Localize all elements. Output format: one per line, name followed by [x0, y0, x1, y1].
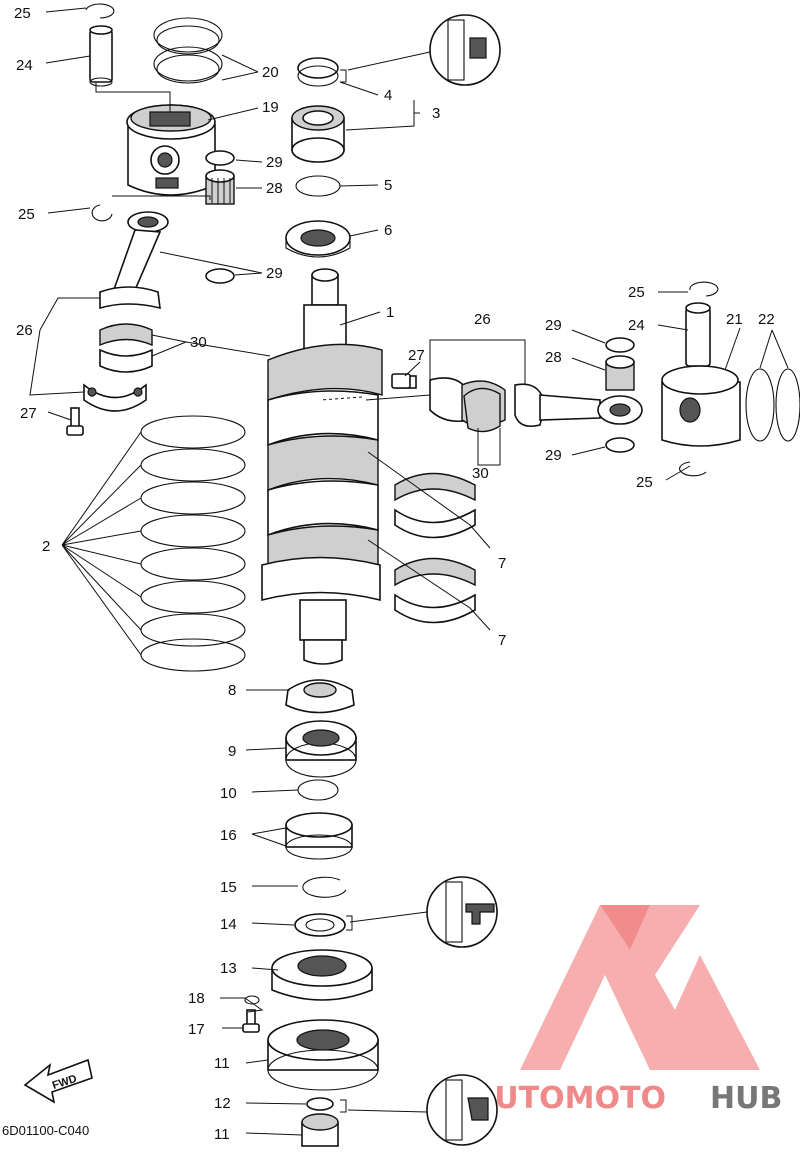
part-circlip-16 — [302, 876, 347, 898]
part-thrust-washer-29-lower-left — [205, 268, 235, 284]
callout-23: 22 — [758, 311, 775, 328]
part-circlip-25-top — [85, 3, 115, 19]
part-bolt-18 — [242, 1009, 260, 1033]
part-washer-19 — [244, 995, 260, 1005]
part-piston-20 — [126, 104, 216, 196]
callout-29: 29 — [545, 447, 562, 464]
callout-29: 29 — [266, 265, 283, 282]
part-piston-rings-21 — [153, 17, 223, 84]
callout-3: 3 — [432, 105, 440, 122]
callout-25: 25 — [636, 474, 653, 491]
callout-15: 14 — [220, 916, 237, 933]
part-sleeve-17 — [285, 812, 353, 860]
callout-labels: 25 24 20 19 29 28 25 29 26 30 27 2 4 3 5… — [14, 5, 775, 1143]
callout-25: 25 — [14, 5, 31, 22]
callout-30: 30 — [472, 465, 489, 482]
part-seal-4 — [297, 57, 339, 87]
detail-view-top — [347, 14, 501, 86]
callout-10: 10 — [220, 785, 237, 802]
callout-5: 5 — [384, 177, 392, 194]
diagram-code: 6D01100-C040 — [2, 1123, 89, 1138]
part-piston-rings-23 — [745, 368, 800, 442]
callout-28: 28 — [545, 349, 562, 366]
part-piston-22 — [661, 365, 741, 447]
callout-26: 26 — [474, 311, 491, 328]
part-needle-bearing-28-left — [205, 169, 235, 205]
callout-13: 12 — [214, 1095, 231, 1112]
detail-view-bottom — [347, 1074, 498, 1146]
callout-19: 18 — [188, 990, 205, 1007]
callout-7: 7 — [498, 555, 506, 572]
detail-view-middle — [349, 876, 498, 948]
callout-25: 25 — [18, 206, 35, 223]
part-piston-pin-24 — [89, 25, 113, 87]
part-needle-bearing-28-right — [605, 355, 635, 391]
part-oil-seal-15 — [294, 913, 346, 937]
part-nut-12 — [301, 1113, 339, 1147]
part-main-bearing-7-lower — [394, 557, 476, 624]
part-ball-bearing-9 — [285, 720, 357, 778]
callout-11: 11 — [214, 1055, 230, 1072]
part-circlip-10 — [297, 779, 339, 801]
callout-25: 25 — [628, 284, 645, 301]
part-bolt-27-left — [66, 407, 84, 436]
callout-2: 2 — [42, 538, 50, 555]
part-piston-pin-24-right — [685, 302, 711, 367]
part-bolt-27-right — [391, 373, 411, 389]
watermark-text-main: AUTOMOTO — [472, 1081, 666, 1116]
callout-24: 24 — [16, 57, 33, 74]
part-drive-gear-8 — [285, 679, 355, 714]
part-rod-cap-26-left — [83, 383, 147, 412]
part-circlip-25-left — [91, 204, 113, 222]
part-housing-14 — [271, 949, 373, 1001]
part-oil-seal-13 — [306, 1097, 334, 1111]
callout-18: 17 — [188, 1021, 205, 1038]
callout-22: 21 — [726, 311, 743, 328]
part-connecting-rod-left — [99, 211, 169, 310]
callout-20: 19 — [262, 99, 279, 116]
watermark-text-hub: HUB — [710, 1081, 782, 1116]
part-bearing-30-left — [99, 323, 153, 373]
leader-lines — [29, 7, 789, 1136]
part-bearing-30-right — [463, 387, 501, 433]
callout-4: 4 — [384, 87, 392, 104]
part-thrust-washer-29-right-top — [605, 337, 635, 353]
callout-6: 6 — [384, 222, 392, 239]
callout-29: 29 — [266, 154, 283, 171]
part-seal-rings-2 — [140, 415, 246, 672]
part-bearing-3 — [291, 105, 345, 163]
part-connecting-rod-right — [395, 375, 643, 428]
part-crankshaft-1 — [261, 268, 383, 665]
callout-9: 9 — [228, 743, 236, 760]
callout-30: 30 — [190, 334, 207, 351]
part-oring-5 — [295, 175, 341, 197]
callout-16: 15 — [220, 879, 237, 896]
callout-26: 26 — [16, 322, 33, 339]
callout-1: 1 — [386, 304, 394, 321]
forward-arrow-indicator: FWD — [23, 1058, 93, 1104]
callout-8: 8 — [228, 682, 236, 699]
part-thrust-washer-29-right-bottom — [605, 437, 635, 453]
callout-27: 27 — [408, 347, 425, 364]
callout-27: 27 — [20, 405, 37, 422]
callout-17: 16 — [220, 827, 237, 844]
callout-14: 13 — [220, 960, 237, 977]
callout-24: 24 — [628, 317, 645, 334]
callout-28: 28 — [266, 180, 283, 197]
callout-7: 7 — [498, 632, 506, 649]
watermark-logo: AUTOMOTO HUB — [472, 905, 782, 1116]
part-oil-seal-6 — [285, 220, 351, 258]
callout-21: 20 — [262, 64, 279, 81]
part-flywheel-11 — [267, 1019, 379, 1091]
part-main-bearing-7-upper — [394, 472, 476, 539]
callout-12: 11 — [214, 1126, 230, 1143]
part-circlip-25-right-top — [689, 281, 719, 297]
callout-29: 29 — [545, 317, 562, 334]
part-thrust-washer-29-left — [205, 150, 235, 166]
part-circlip-25-right-bottom — [679, 461, 707, 477]
